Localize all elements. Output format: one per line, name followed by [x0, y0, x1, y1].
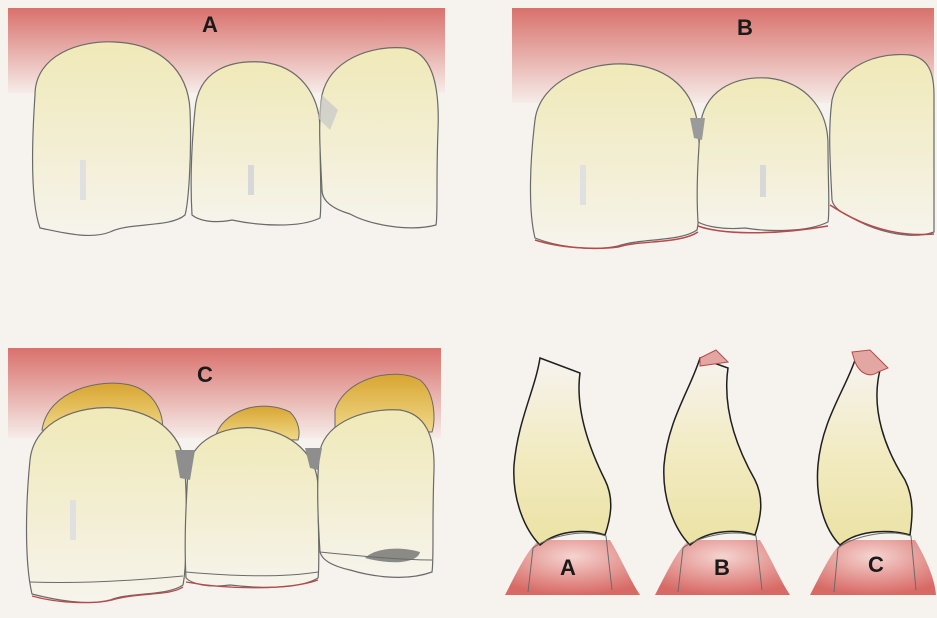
tooth-a3: [320, 48, 439, 228]
tooth-c2: [185, 428, 319, 588]
panel-b: B: [512, 8, 934, 248]
tooth-mark: [580, 165, 586, 205]
tooth-mark: [70, 500, 76, 540]
tooth-mark: [80, 160, 86, 200]
panel-label-c: C: [197, 362, 213, 387]
panel-label-a: A: [202, 12, 218, 37]
tooth-b3: [830, 55, 934, 236]
panel-a: A: [8, 8, 445, 235]
panel-c: C: [8, 348, 441, 603]
section-label-b: B: [714, 555, 730, 580]
tooth-mark: [248, 165, 254, 195]
tooth-b2: [697, 78, 829, 231]
section-label-a: A: [560, 555, 576, 580]
panel-label-b: B: [737, 15, 753, 40]
tooth-c1: [27, 408, 187, 603]
section-label-c: C: [868, 552, 884, 577]
tooth-b1: [530, 64, 700, 249]
tooth-a2: [191, 62, 321, 225]
tooth-mark: [760, 165, 766, 197]
tooth-a1: [33, 42, 191, 236]
